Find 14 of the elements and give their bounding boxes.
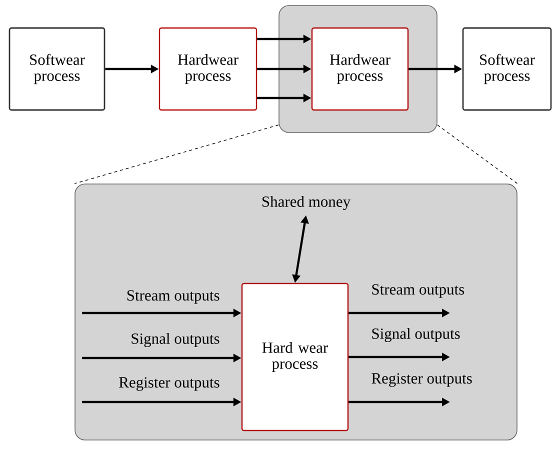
edge-label: Register outputs	[370, 372, 474, 388]
edge-label: Stream outputs	[125, 289, 221, 305]
process-box: Softwear process	[462, 27, 552, 111]
edge-label: Signal outputs	[370, 326, 462, 344]
edge-label: Signal outputs	[130, 332, 221, 348]
edge-label: Register outputs	[118, 376, 221, 392]
leader-line	[74, 124, 279, 184]
process-box: Hardwear process	[311, 27, 409, 111]
process-box: Softwear process	[8, 27, 106, 111]
leader-line	[437, 124, 518, 184]
process-box: Hardwear process	[158, 27, 258, 111]
edge-label: Stream outputs	[370, 283, 466, 299]
process-box: Hard wear process	[241, 282, 349, 432]
shared-money-label: Shared money	[262, 196, 350, 210]
